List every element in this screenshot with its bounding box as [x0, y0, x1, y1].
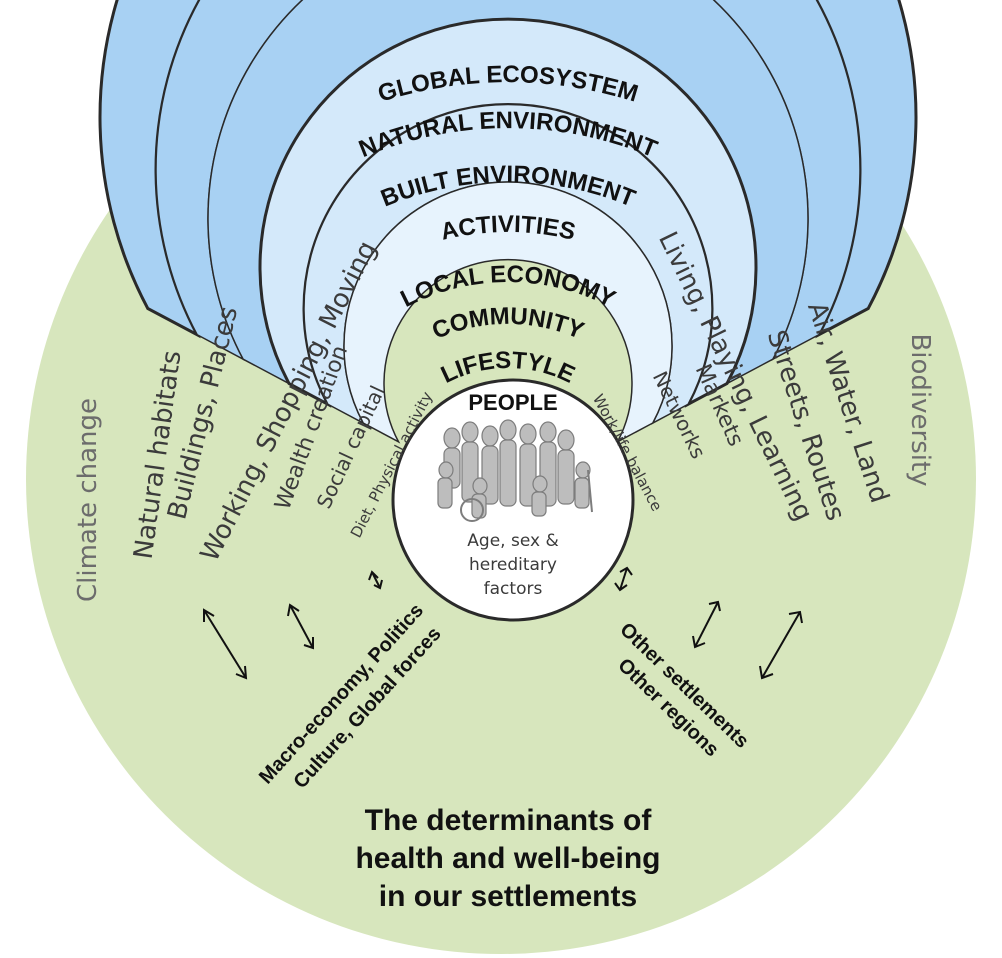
arrow-right-inner: [614, 566, 633, 592]
interaction-arrows: [203, 566, 803, 680]
natural-environment-band: [98, 0, 918, 339]
arrow-left-inner: [368, 570, 383, 590]
climate-change-note: Climate change: [73, 398, 103, 602]
diagram-caption-line-3: in our settlements: [379, 880, 637, 913]
arrow-right-mid: [692, 600, 721, 649]
people-factors-line-2: hereditary: [469, 555, 557, 575]
arrow-left-mid: [287, 603, 314, 650]
people-group-icon: [437, 419, 593, 522]
diagram-caption-line-1: The determinants of: [365, 804, 653, 837]
diagram-caption-line-2: health and well-being: [355, 842, 660, 875]
arrow-left-outer: [203, 608, 248, 680]
arrow-right-outer: [759, 610, 803, 680]
people-factors-line-1: Age, sex &: [467, 531, 558, 551]
biodiversity-note: Biodiversity: [905, 333, 935, 486]
people-label: PEOPLE: [468, 390, 557, 415]
settlement-rings: [98, 0, 918, 444]
lifestyle-band: [343, 181, 673, 444]
people-factors-line-3: factors: [484, 579, 543, 599]
